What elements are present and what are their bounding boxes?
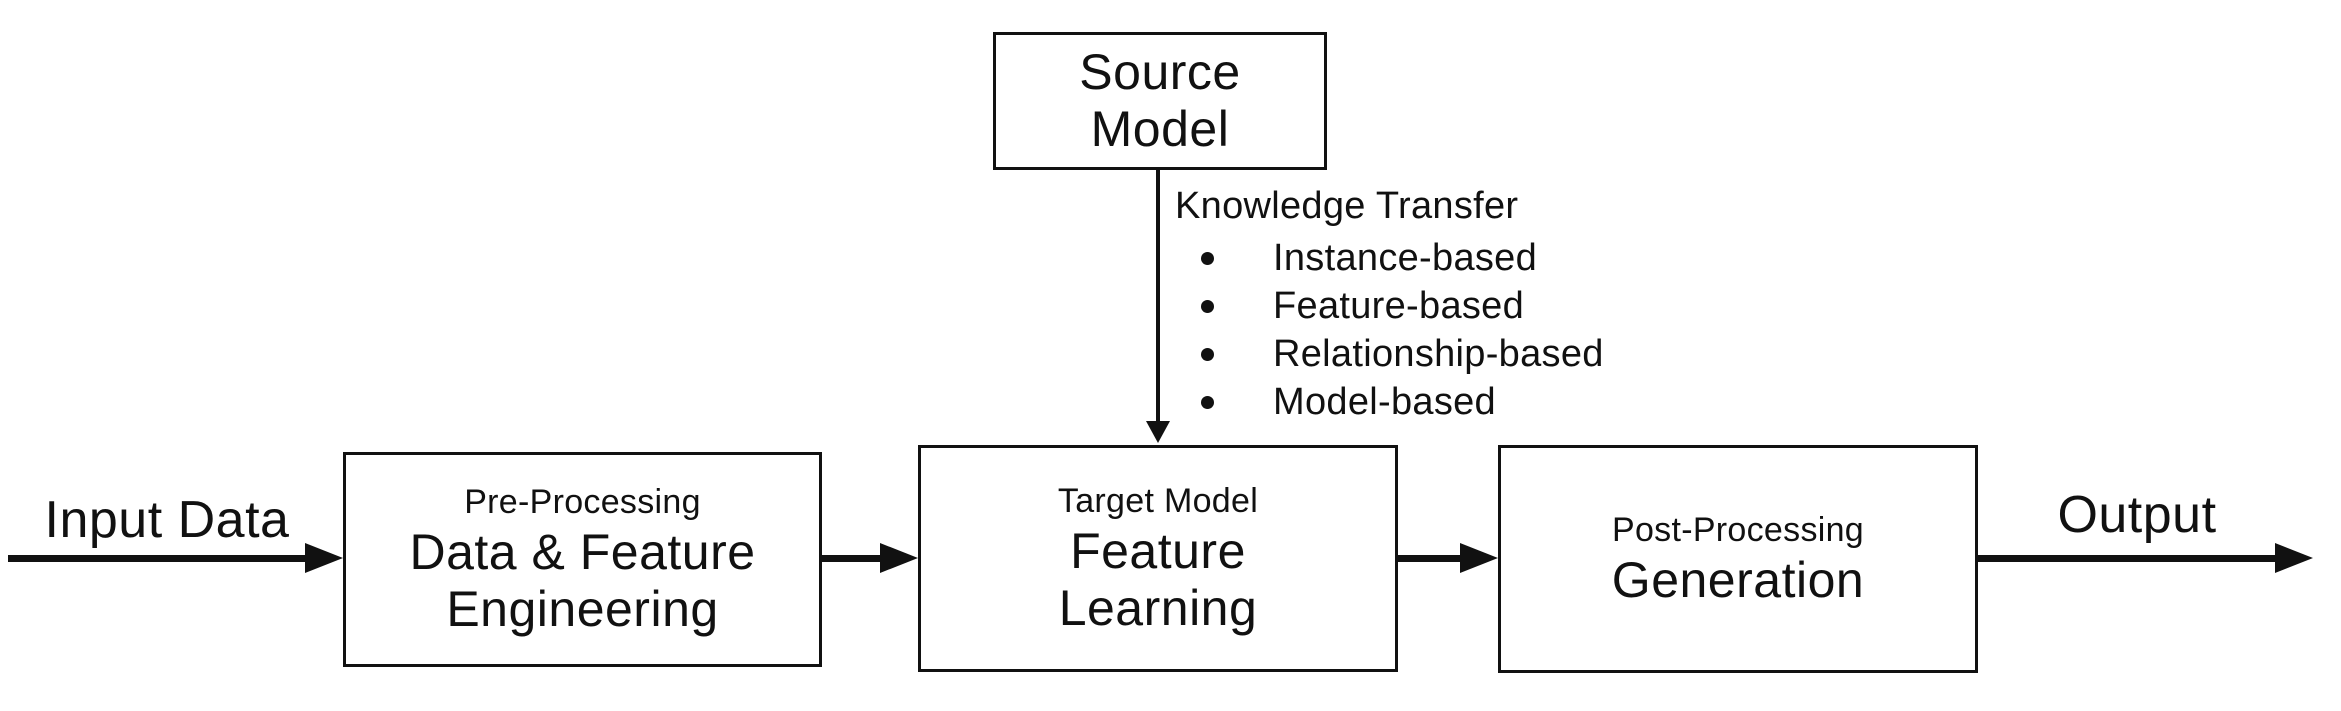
list-item: ● Model-based — [1195, 378, 1604, 426]
stage2-stage3-arrow-line — [1398, 555, 1460, 562]
arrow-right-icon — [305, 543, 343, 573]
stage-title: Feature Learning — [1058, 522, 1258, 636]
source-model-box: Source Model — [993, 32, 1327, 170]
arrow-right-icon — [2275, 543, 2313, 573]
output-arrow-line — [1978, 555, 2275, 562]
bullet-icon: ● — [1201, 347, 1214, 361]
knowledge-transfer-connector-line — [1156, 170, 1160, 421]
list-item-label: Instance-based — [1273, 236, 1538, 279]
source-model-label: Source Model — [1079, 44, 1241, 157]
list-item: ● Relationship-based — [1195, 330, 1604, 378]
output-label: Output — [2057, 486, 2217, 544]
stage1-stage2-arrow-line — [822, 555, 880, 562]
arrow-right-icon — [1460, 543, 1498, 573]
knowledge-transfer-list: ● Instance-based ● Feature-based ● Relat… — [1195, 234, 1604, 426]
arrow-right-icon — [880, 543, 918, 573]
arrow-down-icon — [1146, 421, 1170, 443]
list-item: ● Instance-based — [1195, 234, 1604, 282]
bullet-icon: ● — [1201, 251, 1214, 265]
input-data-label: Input Data — [44, 491, 290, 549]
list-item-label: Model-based — [1273, 380, 1496, 423]
knowledge-transfer-heading: Knowledge Transfer — [1175, 185, 1519, 227]
stage-subtitle: Target Model — [1057, 481, 1259, 520]
stage-subtitle: Pre-Processing — [464, 482, 701, 521]
bullet-icon: ● — [1201, 395, 1214, 409]
stage-title: Data & Feature Engineering — [409, 523, 756, 637]
stage-subtitle: Post-Processing — [1611, 510, 1865, 549]
stage-title: Generation — [1611, 551, 1865, 608]
list-item-label: Relationship-based — [1273, 332, 1604, 375]
stage-box-feature-learning: Target Model Feature Learning — [918, 445, 1398, 672]
bullet-icon: ● — [1201, 299, 1214, 313]
stage-box-generation: Post-Processing Generation — [1498, 445, 1978, 673]
input-arrow-line — [8, 555, 305, 562]
list-item-label: Feature-based — [1273, 284, 1525, 327]
stage-box-pre-processing: Pre-Processing Data & Feature Engineerin… — [343, 452, 822, 667]
list-item: ● Feature-based — [1195, 282, 1604, 330]
